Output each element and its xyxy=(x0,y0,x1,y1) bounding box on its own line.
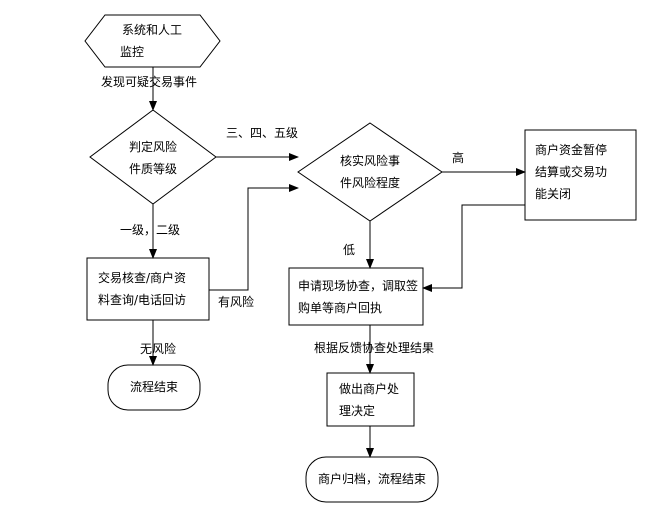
decide-node-label: 做出商户处 理决定 xyxy=(339,378,413,422)
judge-line-1: 判定风险 xyxy=(128,140,177,154)
edge-label-levels12: 一级，二级 xyxy=(120,223,181,237)
edge-label-feedback: 根据反馈协查处理结果 xyxy=(314,341,435,355)
archive-text: 商户归档，流程结束 xyxy=(317,472,426,486)
arrow-check-to-verify xyxy=(209,184,299,291)
edge-label-norisk: 无风险 xyxy=(140,342,177,356)
check-line-2: 料查询/电话回访 xyxy=(98,293,187,307)
decide-line-2: 理决定 xyxy=(339,404,376,418)
verify-node-label: 核实风险事 件风险程度 xyxy=(315,150,425,194)
verify-line-2: 件风险程度 xyxy=(339,176,400,190)
edge-label-low: 低 xyxy=(343,243,356,257)
start-node-shape xyxy=(84,14,221,68)
verify-line-1: 核实风险事 xyxy=(339,154,400,168)
apply-node-label: 申请现场协查，调取签 购单等商户回执 xyxy=(298,275,422,319)
suspend-line-2: 结算或交易功 xyxy=(535,165,608,179)
edge-label-risky: 有风险 xyxy=(218,295,255,309)
endleft-node-label: 流程结束 xyxy=(108,376,200,398)
decide-box-shape xyxy=(326,372,415,427)
apply-line-1: 申请现场协查，调取签 xyxy=(298,279,419,293)
suspend-node-label: 商户资金暂停 结算或交易功 能关闭 xyxy=(535,139,635,205)
check-box-shape xyxy=(86,257,210,321)
edge-label-levels345: 三、四、五级 xyxy=(226,126,299,140)
suspend-line-3: 能关闭 xyxy=(535,187,572,201)
arrow-suspend-to-apply xyxy=(422,204,525,292)
edge-label-high: 高 xyxy=(452,151,465,165)
judge-line-2: 件质等级 xyxy=(128,162,177,176)
suspend-line-1: 商户资金暂停 xyxy=(535,143,608,157)
start-node-label: 系统和人工 监控 xyxy=(92,19,212,63)
apply-line-2: 购单等商户回执 xyxy=(298,301,383,315)
check-line-1: 交易核查/商户资 xyxy=(98,271,187,285)
archive-node-label: 商户归档，流程结束 xyxy=(306,468,438,490)
judge-node-label: 判定风险 件质等级 xyxy=(103,136,203,180)
start-line-1: 系统和人工 xyxy=(121,23,182,37)
start-line-2: 监控 xyxy=(120,45,145,59)
decide-line-1: 做出商户处 xyxy=(339,382,400,396)
check-node-label: 交易核查/商户资 料查询/电话回访 xyxy=(98,267,208,311)
edge-label-suspicious: 发现可疑交易事件 xyxy=(101,75,198,89)
endleft-text: 流程结束 xyxy=(129,380,178,394)
apply-box-shape xyxy=(288,267,424,326)
